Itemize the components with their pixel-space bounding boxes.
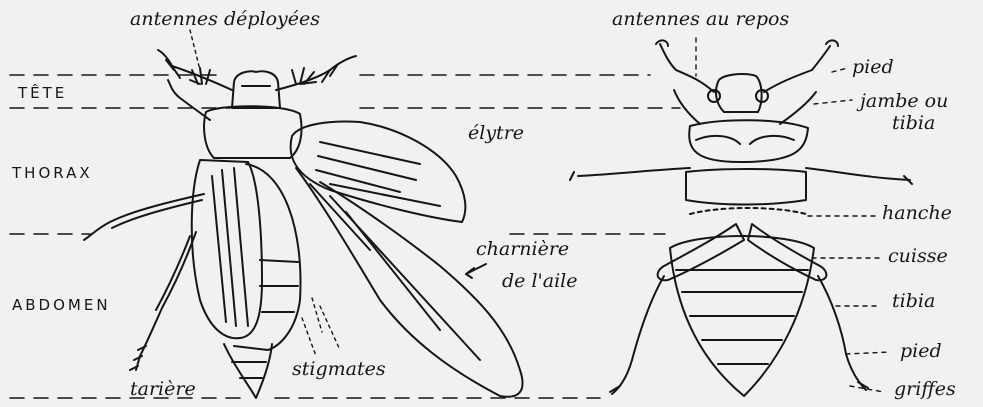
section-guide-lines (10, 75, 680, 398)
label-tibia: tibia (892, 292, 935, 311)
label-charniere-line1: charnière (476, 240, 569, 259)
label-stigmates: stigmates (292, 360, 386, 379)
section-label-thorax: THORAX (12, 166, 93, 181)
label-cuisse: cuisse (888, 247, 948, 266)
label-antennes-au-repos: antennes au repos (612, 10, 789, 29)
label-tariere: tarière (130, 380, 196, 399)
label-jambe-line1: jambe ou (860, 92, 948, 111)
label-jambe-line2: tibia (892, 114, 935, 133)
label-elytre: élytre (468, 124, 524, 143)
label-griffes: griffes (894, 380, 956, 399)
section-label-abdomen: ABDOMEN (12, 298, 111, 313)
label-charniere-line2: de l'aile (502, 272, 577, 291)
label-pied-top: pied (852, 58, 894, 77)
insect-dorsal-view (84, 30, 523, 398)
label-antennes-deployees: antennes déployées (130, 10, 320, 29)
section-label-tete: TÊTE (18, 86, 67, 101)
label-hanche: hanche (882, 204, 952, 223)
label-pied-bottom: pied (900, 342, 942, 361)
